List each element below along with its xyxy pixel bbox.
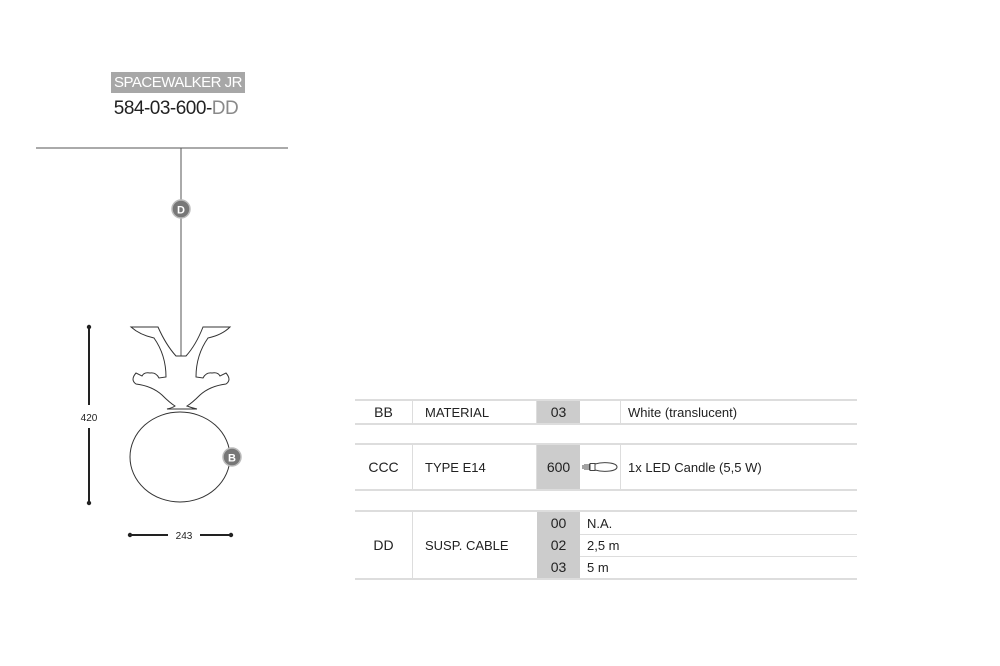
row-label: MATERIAL <box>412 401 537 423</box>
row-key: DD <box>355 512 413 578</box>
code-suffix: DD <box>211 98 239 119</box>
product-code: 584-03-600-DD <box>96 98 256 120</box>
width-dimension: 243 <box>127 531 234 542</box>
svg-text:243: 243 <box>176 531 193 542</box>
svg-text:B: B <box>228 453 236 465</box>
row-code: 03 <box>537 401 580 423</box>
lamp-row: CCC TYPE E14 600 1x LED Candle (5,5 W) <box>355 443 857 491</box>
option-code: 00 <box>537 512 580 534</box>
product-name: SPACEWALKER JR <box>111 72 245 93</box>
option-desc: N.A. <box>587 515 613 531</box>
row-desc: White (translucent) <box>628 404 738 420</box>
svg-text:D: D <box>177 205 185 217</box>
row-key: BB <box>355 401 413 423</box>
row-label: TYPE E14 <box>412 445 537 489</box>
row-code: 600 <box>537 445 580 489</box>
marker-d: D <box>171 199 191 219</box>
marker-b: B <box>222 447 242 467</box>
row-desc: 1x LED Candle (5,5 W) <box>628 459 762 475</box>
height-dimension: 420 <box>81 324 98 506</box>
lamp-body <box>129 326 232 410</box>
row-label: SUSP. CABLE <box>425 537 509 553</box>
code-prefix: 584-03-600- <box>113 98 213 119</box>
cable-option: 02 2,5 m <box>537 534 857 557</box>
option-desc: 2,5 m <box>587 537 620 553</box>
option-code: 02 <box>537 534 580 556</box>
cable-option: 00 N.A. <box>537 512 857 535</box>
lamp-drawing: D B 420 243 <box>36 147 288 542</box>
bulb-icon <box>580 445 621 489</box>
cable-option: 03 5 m <box>537 556 857 578</box>
row-icon-cell <box>580 401 621 423</box>
row-key: CCC <box>355 445 413 489</box>
material-row: BB MATERIAL 03 White (translucent) <box>355 399 857 425</box>
option-code: 03 <box>537 556 580 578</box>
cable-row: DD SUSP. CABLE 00 N.A. 02 2,5 m 03 5 m <box>355 510 857 580</box>
option-desc: 5 m <box>587 559 609 575</box>
svg-text:420: 420 <box>81 413 98 424</box>
lamp-shade <box>129 411 231 503</box>
